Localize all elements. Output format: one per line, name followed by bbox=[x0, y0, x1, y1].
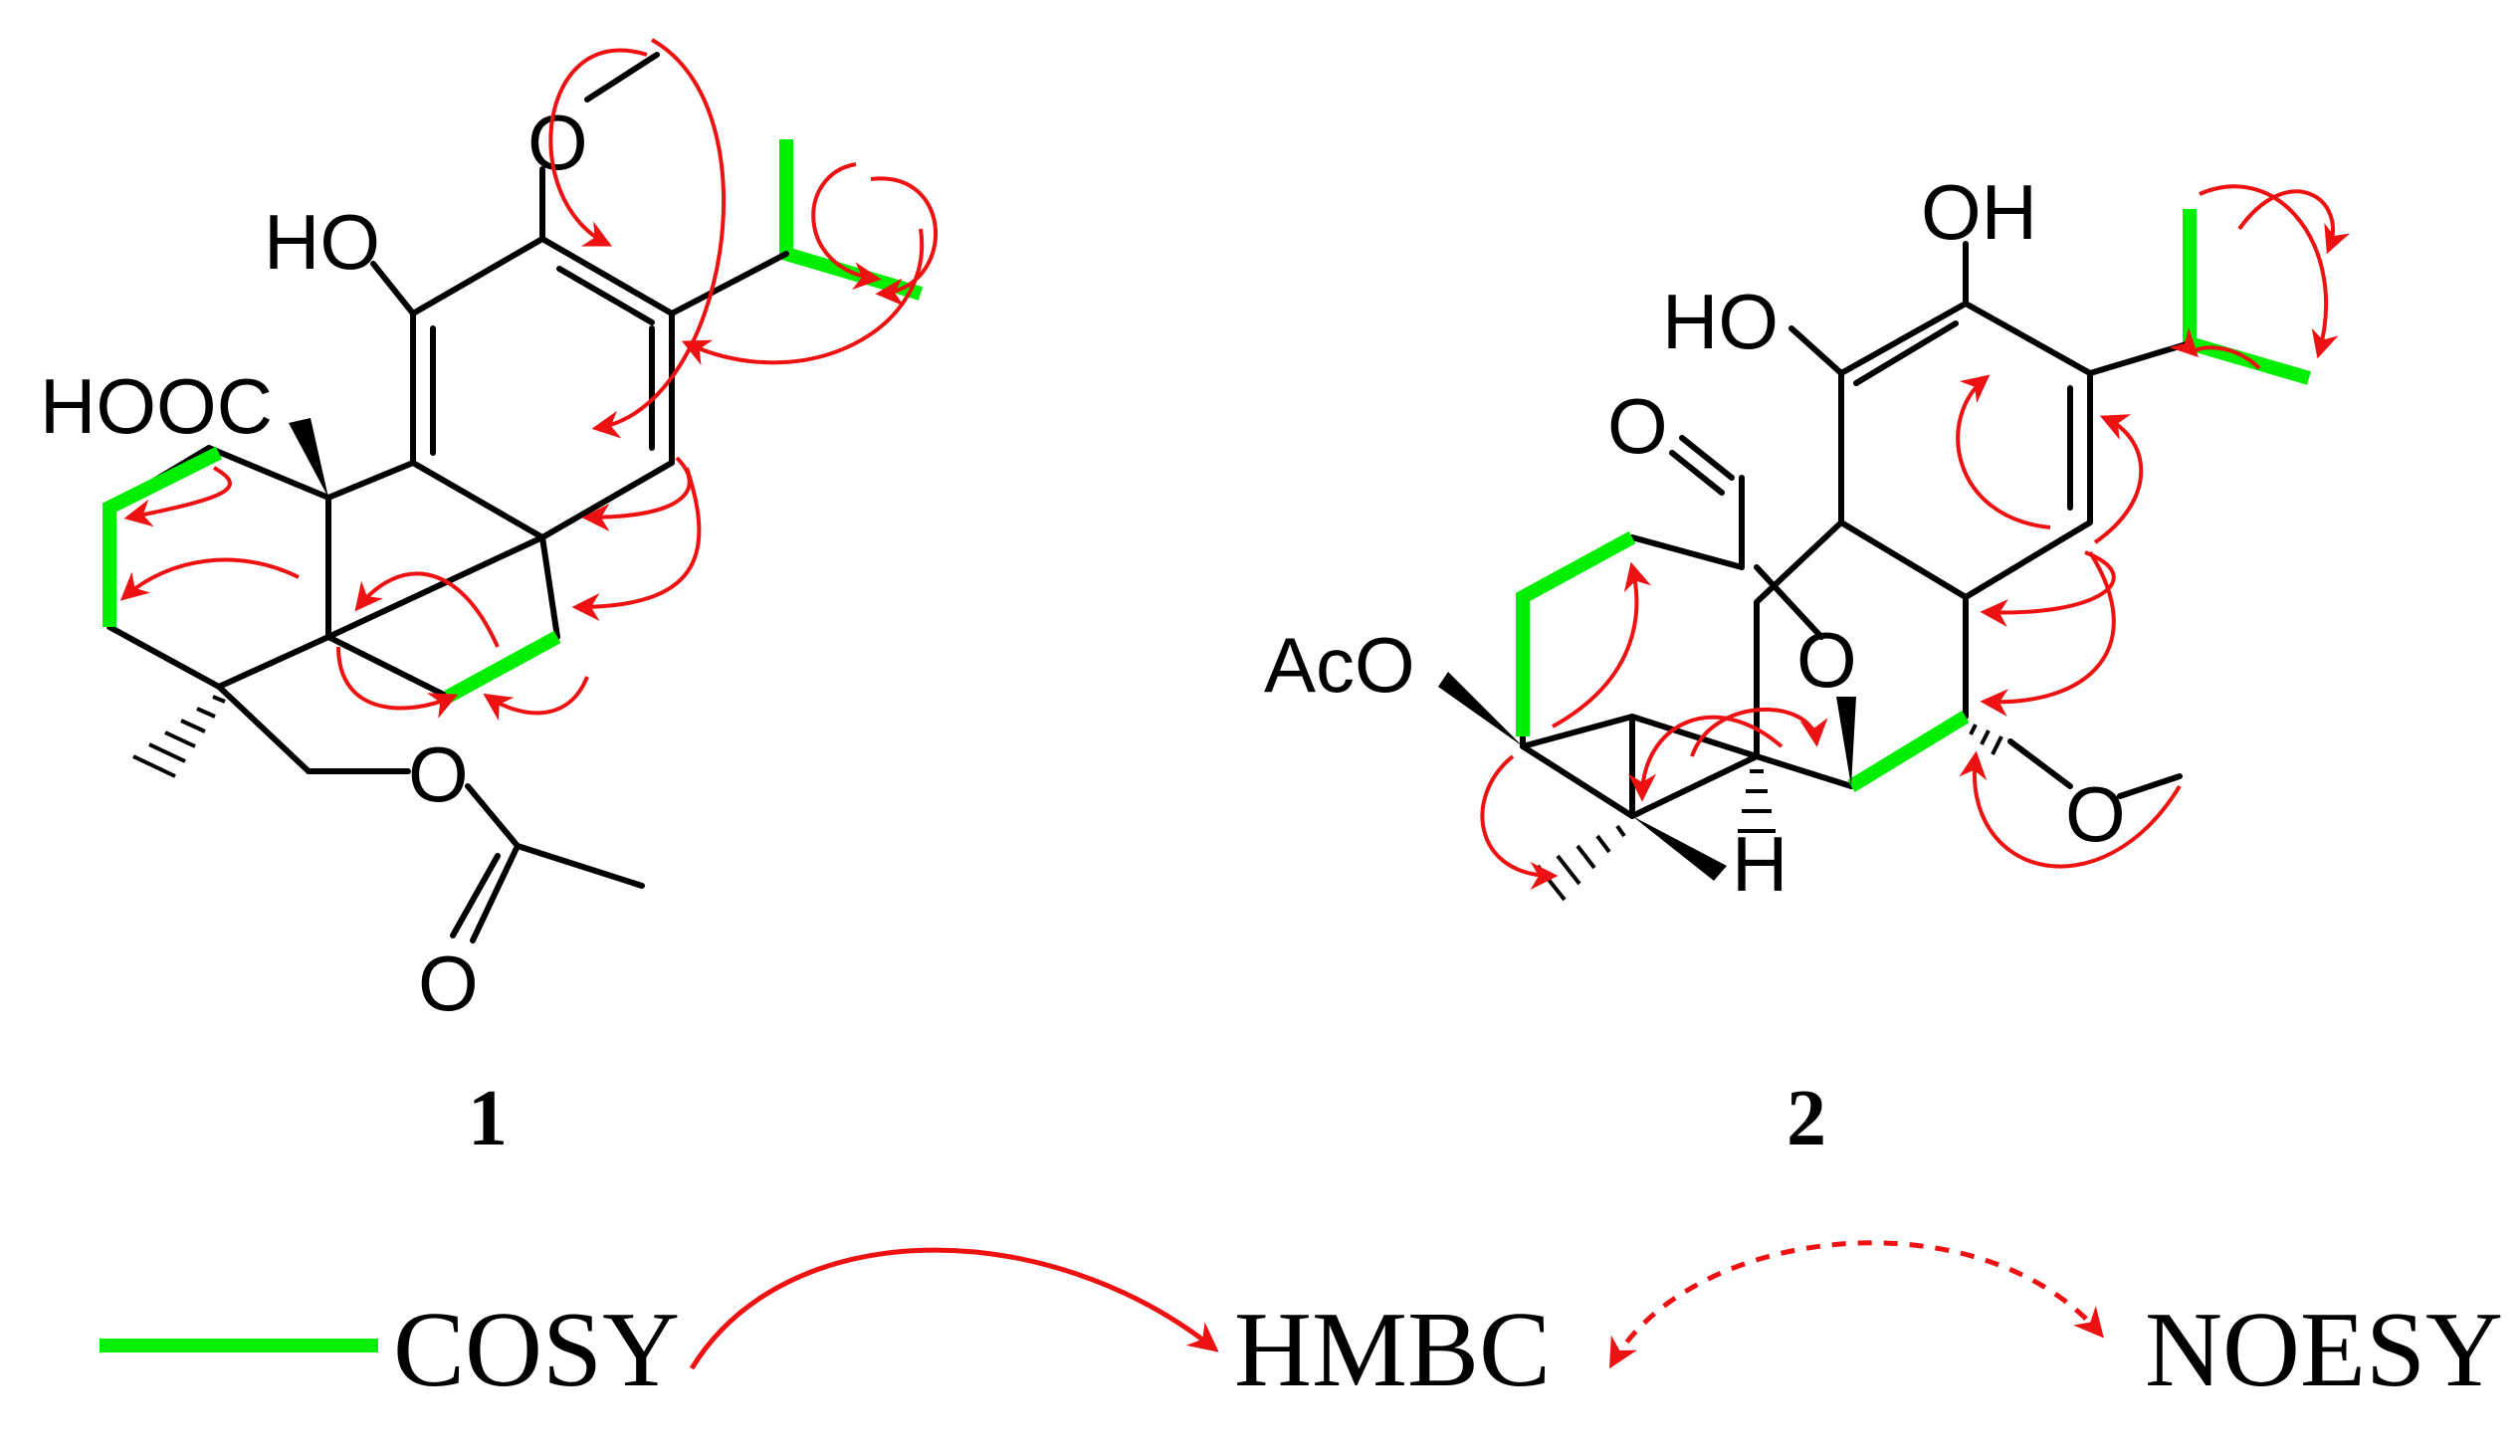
compound-1-carbonyl-bond bbox=[470, 843, 521, 943]
compound-1-hmbc-arrows bbox=[119, 38, 939, 722]
compound-1-isopropyl-bond bbox=[669, 251, 789, 316]
compound-2-bridge-wedge bbox=[1836, 697, 1856, 786]
compound-2-hydrogen-label: H bbox=[1732, 820, 1787, 908]
compound-1-hashed-methyl bbox=[132, 695, 226, 778]
compound-2-methoxy-oxygen-label: O bbox=[2065, 770, 2126, 858]
compound-2-methoxy-bond bbox=[2007, 738, 2073, 789]
compound-2-cosy-correlations bbox=[1516, 209, 2311, 792]
compound-2-bridge-oxygen-label: O bbox=[1796, 616, 1857, 704]
compound-2-structure: OH HO O AcO O O H 2 bbox=[1264, 168, 2351, 1162]
compound-1-carboxyl-label: HOOC bbox=[40, 362, 273, 450]
compound-1-carbonyl-oxygen-label: O bbox=[418, 939, 479, 1027]
compound-2-hydroxyl-top-label: OH bbox=[1921, 168, 2037, 256]
legend: COSY HMBC NOESY bbox=[100, 1240, 2503, 1409]
compound-2-hashed-methoxy bbox=[1969, 724, 2003, 755]
compound-2-carbonyl-oxygen-label: O bbox=[1607, 382, 1668, 470]
legend-hmbc-arrow bbox=[689, 1247, 1219, 1370]
legend-noesy-label: NOESY bbox=[2145, 1291, 2503, 1409]
compound-1-ch2-bond bbox=[216, 684, 312, 774]
compound-1-ester-oxygen-label: O bbox=[408, 730, 469, 818]
compound-1-aromatic-ring bbox=[410, 236, 675, 540]
compound-2-aromatic-ring bbox=[1838, 301, 2093, 600]
compound-2-hmbc-arrows bbox=[1480, 184, 2351, 890]
compound-1-acetyl-methyl bbox=[515, 843, 645, 889]
compound-1-hydroxyl-bond bbox=[370, 261, 416, 316]
compound-1-structure: HO HOOC O O O 1 bbox=[40, 38, 939, 1162]
compound-1-ester-bond bbox=[465, 783, 521, 849]
compound-1-methoxy-bond bbox=[584, 52, 660, 103]
compound-2-carbonyl-double bbox=[1669, 450, 1725, 496]
compound-2-hashed-hydrogen bbox=[1738, 769, 1776, 833]
compound-2-acetoxy-label: AcO bbox=[1264, 621, 1415, 709]
compound-2-isopropyl-bond bbox=[2087, 340, 2193, 376]
legend-cosy-label: COSY bbox=[393, 1291, 680, 1409]
compound-2-carbonyl-bond bbox=[1679, 435, 1735, 481]
compound-2-methyl-wedge bbox=[1632, 816, 1727, 881]
compound-1-methoxy-oxygen-label: O bbox=[527, 99, 588, 186]
compound-2-methoxy-methyl bbox=[2117, 773, 2183, 799]
compound-2-number: 2 bbox=[1786, 1075, 1826, 1162]
compound-1-hydroxyl-label: HO bbox=[264, 198, 380, 286]
compound-2-ring-system bbox=[1520, 475, 1969, 819]
compound-2-acetoxy-wedge bbox=[1438, 672, 1523, 746]
compound-1-carbonyl-double bbox=[450, 853, 501, 938]
compound-2-ho-bond bbox=[1788, 325, 1844, 376]
compound-2-hashed-methyl bbox=[1536, 824, 1626, 902]
compound-2-hydroxyl-left-label: HO bbox=[1662, 278, 1779, 365]
legend-noesy-arrow bbox=[1609, 1240, 2104, 1369]
compound-1-carboxyl-wedge bbox=[289, 418, 328, 498]
compound-1-number: 1 bbox=[468, 1075, 508, 1162]
legend-hmbc-label: HMBC bbox=[1234, 1291, 1551, 1409]
